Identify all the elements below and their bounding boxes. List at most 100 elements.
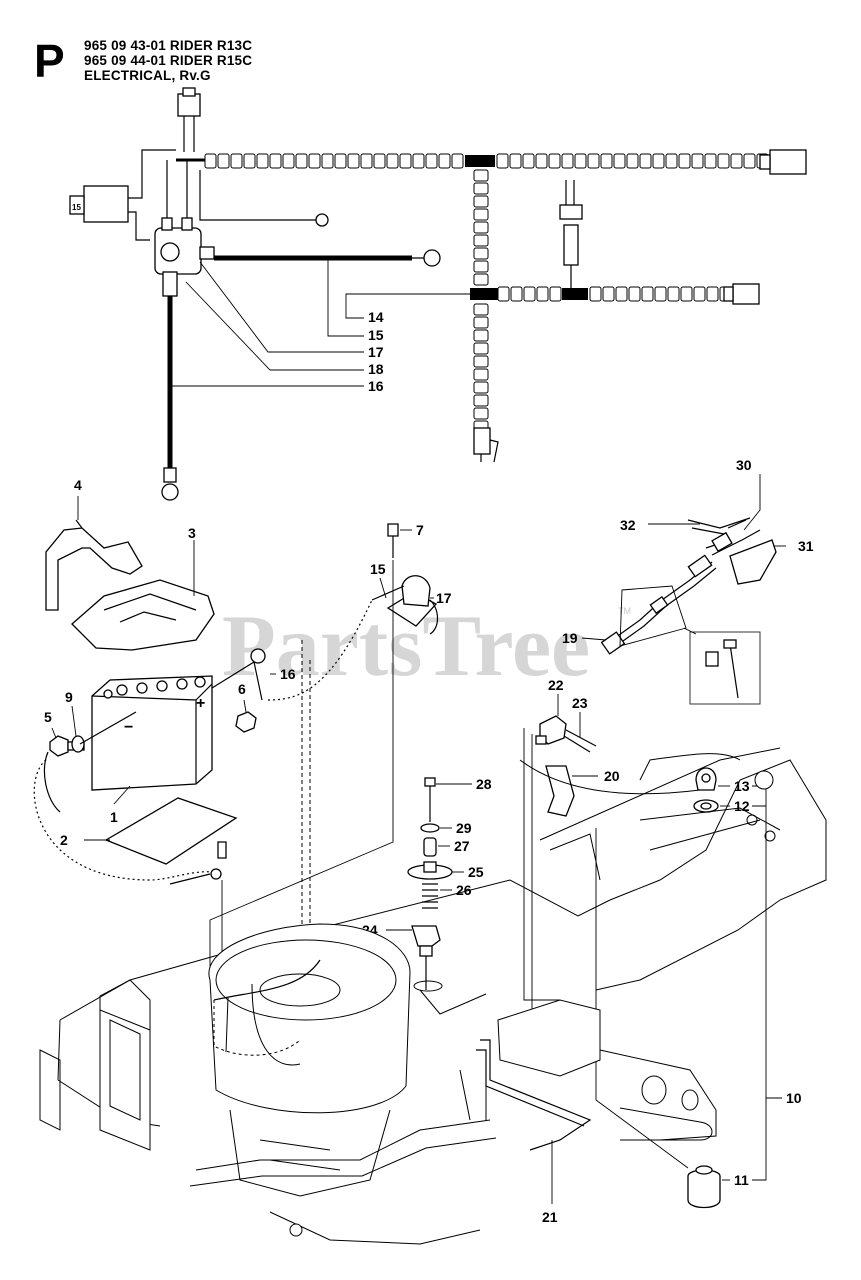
callout-16-top[interactable]: 16 xyxy=(368,378,384,394)
loom-segment xyxy=(602,286,615,302)
relay-terminal xyxy=(69,195,85,215)
relay-body xyxy=(83,185,129,223)
loom-segment xyxy=(522,153,535,169)
loom-segment xyxy=(667,286,680,302)
callout-23[interactable]: 23 xyxy=(572,695,588,711)
loom-segment xyxy=(639,153,652,169)
bracket-20 xyxy=(545,765,575,817)
loom-segment xyxy=(730,153,743,169)
loom-segment xyxy=(243,153,256,169)
loom-segment xyxy=(549,286,562,302)
callout-18[interactable]: 18 xyxy=(368,361,384,377)
harness-branch-connector-collar xyxy=(723,286,734,302)
loom-segment xyxy=(717,153,730,169)
harness-bottom-plug-lead xyxy=(480,439,499,463)
callout-32[interactable]: 32 xyxy=(620,517,636,533)
loom-segment xyxy=(347,153,360,169)
callout-15-mid[interactable]: 15 xyxy=(370,561,386,577)
battery-plus-sign: + xyxy=(196,695,205,712)
loom-segment xyxy=(706,286,719,302)
loom-segment xyxy=(473,247,489,260)
callout-6[interactable]: 6 xyxy=(238,681,246,697)
harness-top-plug-tab xyxy=(182,87,196,97)
callout-11[interactable]: 11 xyxy=(734,1172,749,1188)
callout-1[interactable]: 1 xyxy=(110,809,118,825)
terminal-nut xyxy=(235,711,257,733)
battery-minus-sign: − xyxy=(124,719,133,736)
callout-10[interactable]: 10 xyxy=(786,1090,802,1106)
spring-26 xyxy=(422,883,438,909)
loom-segment xyxy=(680,286,693,302)
loom-segment xyxy=(451,153,464,169)
callout-12[interactable]: 12 xyxy=(734,798,750,814)
branch-top-sleeve xyxy=(563,224,579,266)
callout-30[interactable]: 30 xyxy=(736,457,752,473)
loom-segment xyxy=(510,286,523,302)
callout-17-top[interactable]: 17 xyxy=(368,344,384,360)
loom-segment xyxy=(654,286,667,302)
loom-segment xyxy=(438,153,451,169)
callout-7[interactable]: 7 xyxy=(416,522,424,538)
ground-bolt xyxy=(217,841,227,859)
section-letter: P xyxy=(34,35,65,87)
callout-9[interactable]: 9 xyxy=(65,689,73,705)
seat-harness-plug xyxy=(600,631,626,655)
callout-31[interactable]: 31 xyxy=(798,538,814,554)
wire-21 xyxy=(480,1039,592,1151)
cable-16-crimp xyxy=(163,467,177,483)
relay-label: 15 xyxy=(72,203,81,212)
ground-wire xyxy=(199,170,318,221)
ground-cable-loop xyxy=(43,751,61,813)
leader-5 xyxy=(51,727,57,739)
callout-3[interactable]: 3 xyxy=(188,525,196,541)
loom-segment xyxy=(360,153,373,169)
callout-25[interactable]: 25 xyxy=(468,864,484,880)
callout-28[interactable]: 28 xyxy=(476,776,492,792)
engine-dashed-outline xyxy=(213,1000,301,1056)
callout-19[interactable]: 19 xyxy=(562,630,578,646)
harness-junction-2 xyxy=(470,288,498,300)
callout-16-battery[interactable]: 16 xyxy=(280,666,296,682)
callout-5[interactable]: 5 xyxy=(44,709,52,725)
loom-segment xyxy=(373,153,386,169)
ground-ring-terminal xyxy=(315,213,329,227)
branch-top-connector xyxy=(559,204,583,220)
ground-cable-short xyxy=(79,711,137,745)
leader-15-b xyxy=(379,577,387,599)
nut-12-hole xyxy=(700,802,712,810)
loom-segment xyxy=(641,286,654,302)
battery-hold-down-bracket xyxy=(45,496,143,611)
switch-24 xyxy=(411,925,441,990)
callout-15-top[interactable]: 15 xyxy=(368,327,384,343)
loom-segment xyxy=(282,153,295,169)
branch-top-wires xyxy=(565,180,575,205)
callout-14[interactable]: 14 xyxy=(368,309,384,325)
callout-20[interactable]: 20 xyxy=(604,768,620,784)
loom-segment xyxy=(334,153,347,169)
harness-loom-branch xyxy=(497,286,732,302)
callout-26[interactable]: 26 xyxy=(456,882,472,898)
cap-25-boss xyxy=(423,861,437,873)
loom-segment xyxy=(473,355,489,368)
cable-16-ring xyxy=(161,483,179,501)
spacer-27 xyxy=(423,837,437,857)
loom-segment xyxy=(497,286,510,302)
loom-segment xyxy=(535,153,548,169)
callout-29[interactable]: 29 xyxy=(456,820,472,836)
callout-4[interactable]: 4 xyxy=(74,477,82,493)
loom-segment xyxy=(589,286,602,302)
callout-17-mid[interactable]: 17 xyxy=(436,590,452,606)
loom-segment xyxy=(425,153,438,169)
harness-loom-main xyxy=(176,153,769,169)
callout-21[interactable]: 21 xyxy=(542,1209,558,1225)
callout-27[interactable]: 27 xyxy=(454,838,470,854)
switch-22 xyxy=(535,715,567,745)
callout-22[interactable]: 22 xyxy=(548,677,564,693)
loom-segment xyxy=(321,153,334,169)
callout-2[interactable]: 2 xyxy=(60,832,68,848)
terminal-washer xyxy=(71,735,85,753)
callout-13[interactable]: 13 xyxy=(734,778,750,794)
washer-29 xyxy=(420,823,440,833)
positive-cable-dotted xyxy=(267,599,373,701)
